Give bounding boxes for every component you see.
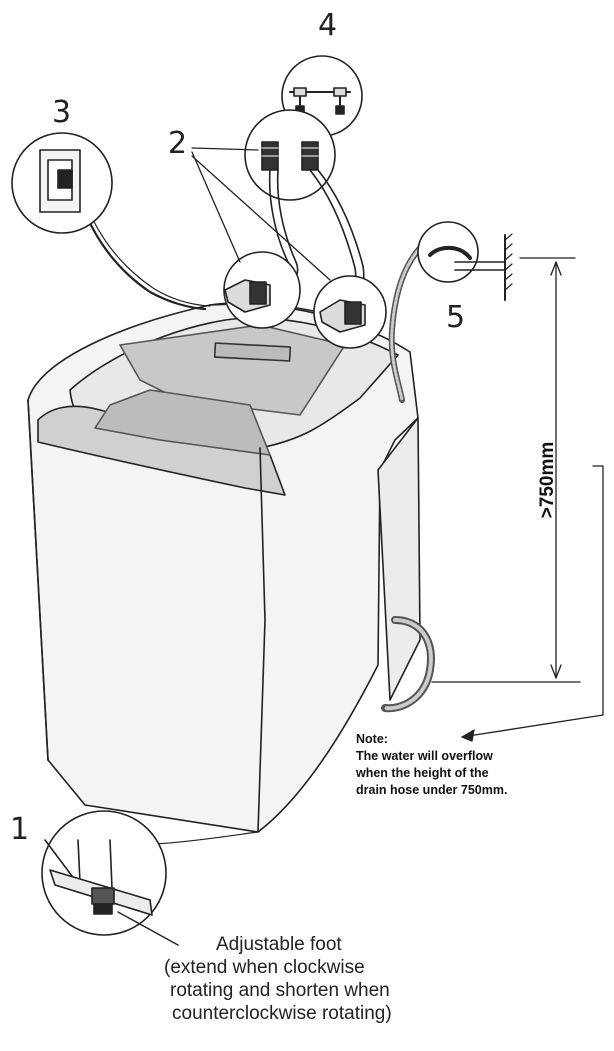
callout-number-1: 1	[10, 812, 29, 847]
height-label: >750mm	[537, 438, 559, 522]
note-line: The water will overflow	[356, 748, 606, 765]
callout-number-3: 3	[52, 95, 71, 130]
foot-caption-line: counterclockwise rotating)	[150, 1002, 470, 1025]
note-title: Note:	[356, 731, 606, 748]
note-line: when the height of the	[356, 765, 606, 782]
drain-support-callout	[418, 222, 512, 300]
note-line: drain hose under 750mm.	[356, 782, 606, 799]
foot-caption-line: rotating and shorten when	[150, 979, 470, 1002]
callout-number-4: 4	[318, 8, 337, 43]
callout-number-5: 5	[446, 300, 465, 335]
foot-caption-line: Adjustable foot	[150, 933, 470, 956]
note-pointer	[462, 466, 603, 741]
drain-height-note: Note: The water will overflow when the h…	[356, 731, 606, 799]
inlet-connector-left	[224, 252, 300, 328]
foot-caption: Adjustable foot (extend when clockwise r…	[150, 933, 470, 1025]
callout-number-2: 2	[168, 126, 187, 161]
foot-caption-line: (extend when clockwise	[150, 956, 470, 979]
power-socket-callout	[12, 133, 112, 233]
inlet-connector-right	[314, 276, 386, 348]
adjustable-foot-callout	[42, 811, 258, 945]
